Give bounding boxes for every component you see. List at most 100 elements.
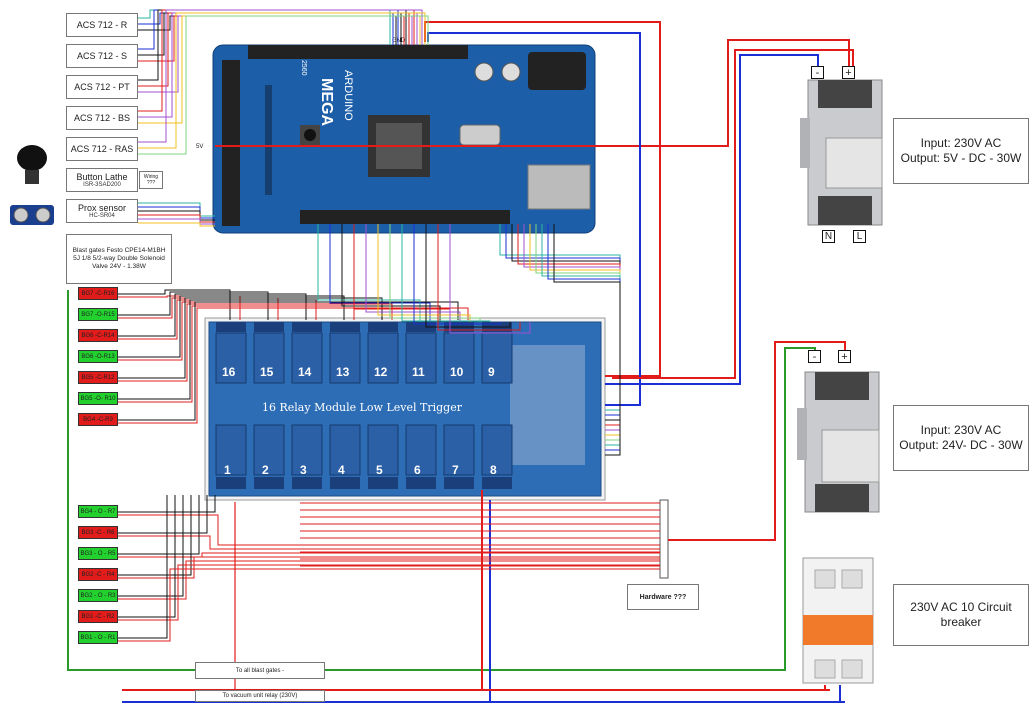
relay-bottom xyxy=(215,424,247,476)
sensor-wire xyxy=(138,15,397,45)
ps1-minus-terminal: - xyxy=(811,66,824,79)
blast-gate-label: BG6 -O-R13 xyxy=(78,350,118,363)
relay-number: 5 xyxy=(376,463,383,477)
breaker-spec: 230V AC 10 Circuit breaker xyxy=(893,584,1029,646)
relay-terminal xyxy=(368,477,398,489)
all-blast-gates-label: To all blast gates - xyxy=(195,662,325,679)
relay-control-wire xyxy=(437,224,521,331)
power-supply-5v xyxy=(800,79,883,226)
blast-gate-label: BG2 - O - R3 xyxy=(78,589,118,602)
relay-number: 6 xyxy=(414,463,421,477)
blast-gate-label: BG6 -C-R14 xyxy=(78,329,118,342)
gate-wire xyxy=(118,307,469,424)
blast-gate-label: BG1 -C - R2 xyxy=(78,610,118,623)
blast-gate-label: BG5 -C-R12 xyxy=(78,371,118,384)
relay-terminal xyxy=(216,477,246,489)
ultrasonic-sensor-icon xyxy=(10,205,54,225)
gate-wire xyxy=(118,556,660,579)
arduino-brand: ARDUINO xyxy=(342,70,354,121)
5v-pin-label: 5V xyxy=(196,144,203,150)
relay-number: 3 xyxy=(300,463,307,477)
relay-terminal xyxy=(292,477,322,489)
control-wire xyxy=(505,224,621,416)
ps2-minus-terminal: - xyxy=(808,350,821,363)
gate-wire xyxy=(118,560,660,600)
blast-gates-description: Blast gates Festo CPE14-M1BH 5J 1/8 5/2-… xyxy=(66,234,172,284)
acs712-r-label: ACS 712 - R xyxy=(66,13,138,37)
relay-number: 1 xyxy=(224,463,231,477)
gate-wires xyxy=(118,289,660,642)
control-wire xyxy=(511,224,621,421)
relay-bottom xyxy=(443,424,475,476)
hardware-connector xyxy=(659,499,669,579)
acs712-bs-label: ACS 712 - BS xyxy=(66,106,138,130)
acs712-ras-label: ACS 712 - RAS xyxy=(66,137,138,161)
blast-gate-label: BG3 - O - R5 xyxy=(78,547,118,560)
ps2-plus-terminal: + xyxy=(838,350,851,363)
blast-gate-label: BG7 -O-R15 xyxy=(78,308,118,321)
relay-terminal xyxy=(444,477,474,489)
relay-number: 4 xyxy=(338,463,345,477)
acs712-pt-label: ACS 712 - PT xyxy=(66,75,138,99)
gate-wire xyxy=(118,495,216,513)
relay-number: 2 xyxy=(262,463,269,477)
arduino-model: MEGA xyxy=(318,78,335,126)
signal-wires xyxy=(138,9,621,456)
relay-terminal xyxy=(330,477,360,489)
control-wire xyxy=(523,224,621,431)
relay-control-wire xyxy=(425,224,511,328)
gate-wire xyxy=(118,495,168,639)
relay-number: 16 xyxy=(222,365,236,379)
relay-top xyxy=(253,332,285,384)
blast-gate-label: BG1 - O - R1 xyxy=(78,631,118,644)
sensor-wire xyxy=(138,15,413,93)
gate-wire xyxy=(118,552,660,558)
relay-top xyxy=(291,332,323,384)
ps1-l-terminal: L xyxy=(853,230,866,243)
relay-control-wire xyxy=(389,224,481,322)
ps1-plus-terminal: + xyxy=(842,66,855,79)
sensor-wire xyxy=(138,12,394,45)
relay-control-wire xyxy=(341,224,441,322)
relay-bottom xyxy=(367,424,399,476)
relay-control-wire xyxy=(401,224,491,322)
ps1-n-terminal: N xyxy=(822,230,835,243)
sensor-wire xyxy=(138,12,410,87)
blast-gate-label: BG3 -C - R6 xyxy=(78,526,118,539)
gate-wire xyxy=(118,495,184,597)
sensor-wire xyxy=(138,9,407,81)
push-button-icon xyxy=(17,145,47,184)
relay-number: 8 xyxy=(490,463,497,477)
relay-control-wire xyxy=(413,224,501,325)
relay-number: 14 xyxy=(298,365,312,379)
sensor-wire xyxy=(138,12,402,56)
sensor-wire xyxy=(138,202,215,217)
relay-bottom xyxy=(329,424,361,476)
blast-gate-label: BG4 - O - R7 xyxy=(78,505,118,518)
gnd-pin-label: GND xyxy=(392,38,406,44)
control-wire xyxy=(499,224,621,411)
power-supply-24v xyxy=(797,371,880,513)
relay-bottom xyxy=(405,424,437,476)
circuit-breaker xyxy=(802,557,874,684)
gate-wire xyxy=(118,564,660,621)
relay-terminal xyxy=(254,322,284,332)
sensor-wire xyxy=(138,9,423,143)
sensor-wire xyxy=(138,218,215,225)
relay-number: 9 xyxy=(488,365,495,379)
blast-gate-label: BG2 -C - R4 xyxy=(78,568,118,581)
relay-control-wire xyxy=(449,224,531,334)
relay-terminal xyxy=(254,477,284,489)
relay-number: 12 xyxy=(374,365,388,379)
wiring-note: Wiring ??? xyxy=(139,171,163,189)
sensor-wire xyxy=(138,9,399,50)
gate-wire xyxy=(118,299,317,340)
sensor-wire xyxy=(138,12,426,149)
gate-wire xyxy=(118,495,208,534)
relay-control-wire xyxy=(329,224,431,322)
relay-top xyxy=(405,332,437,384)
relay-terminal xyxy=(406,477,436,489)
